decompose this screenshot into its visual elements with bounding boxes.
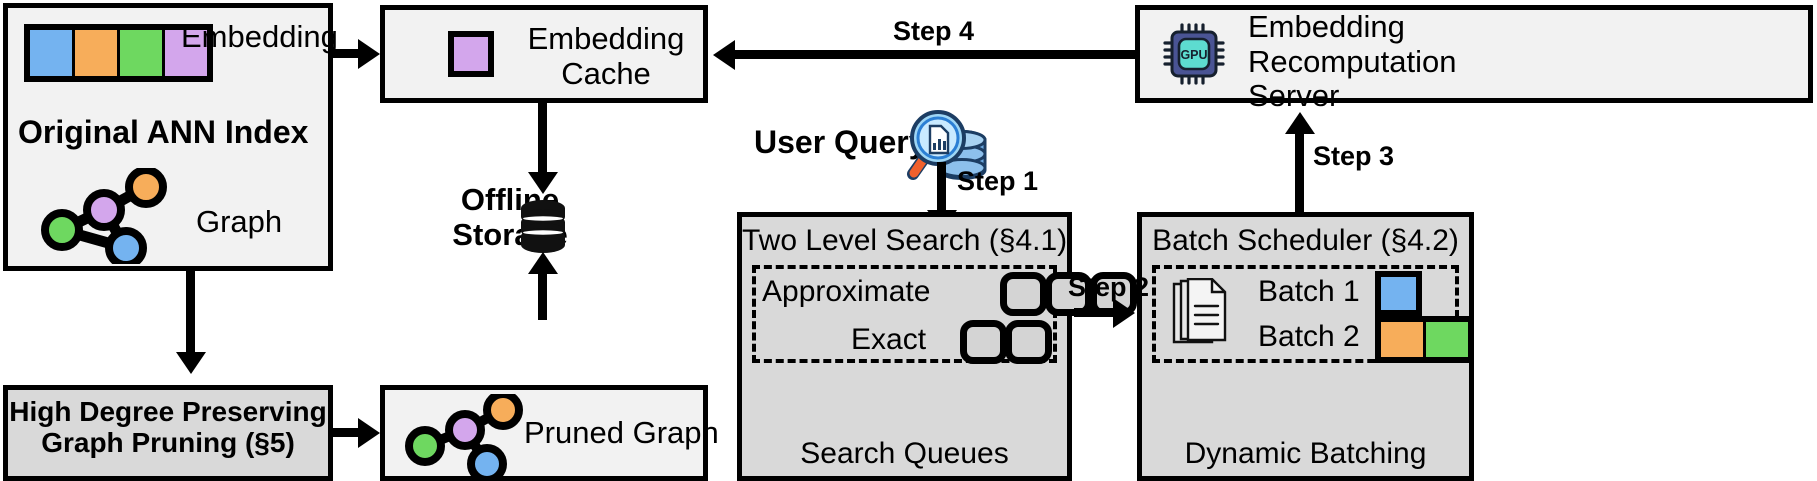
original-ann-index-title: Original ANN Index <box>18 114 309 150</box>
step4-label: Step 4 <box>893 16 975 46</box>
pruned-graph-label: Pruned Graph <box>524 415 719 450</box>
arrow-index-to-pruning-line <box>186 271 195 356</box>
arrow-cache-to-storage-line <box>538 103 547 175</box>
arrow-step1-line <box>937 162 946 214</box>
user-query-label: User Query <box>754 124 927 160</box>
graph-label: Graph <box>196 204 283 239</box>
step3-label: Step 3 <box>1313 141 1395 171</box>
arrow-cache-to-storage-head <box>528 172 558 194</box>
exact-row-label: Exact <box>851 323 927 356</box>
database-cylinder-icon <box>517 198 569 256</box>
offline-storage-label: Offline Storage <box>452 182 568 252</box>
arrow-step2-line <box>1074 308 1116 317</box>
embedding-label: Embedding <box>181 19 338 54</box>
arrow-prunedgraph-to-storage-head <box>528 252 558 274</box>
batch-2-swatch-orange <box>1381 322 1426 357</box>
svg-text:GPU: GPU <box>1180 48 1207 62</box>
batch-scheduler-title: Batch Scheduler (§4.2) <box>1152 224 1459 257</box>
embedding-swatch-strip <box>24 24 213 82</box>
arrow-pruning-to-prunedgraph-line <box>333 428 361 437</box>
arrow-index-to-cache-head <box>358 39 380 69</box>
documents-stack-icon <box>1168 278 1232 350</box>
arrow-step3-line <box>1295 128 1304 214</box>
step1-label: Step 1 <box>957 166 1039 196</box>
embedding-cache-label: Embedding Cache <box>527 21 685 91</box>
exact-queue-slot-2[interactable] <box>1005 320 1052 364</box>
box-graph-pruning-body <box>3 385 333 481</box>
arrow-pruning-to-prunedgraph-head <box>358 418 380 448</box>
embedding-swatch-orange <box>75 30 120 76</box>
batch-2-label: Batch 2 <box>1258 320 1360 353</box>
approximate-row-label: Approximate <box>762 275 931 308</box>
batch-1-swatch-blue <box>1375 271 1422 316</box>
embedding-swatch-purple <box>165 30 207 76</box>
batch-1-label: Batch 1 <box>1258 275 1360 308</box>
arrow-index-to-pruning-head <box>176 352 206 374</box>
batch-2-swatch-green <box>1426 322 1468 357</box>
magnifier-database-icon <box>900 102 992 194</box>
arrow-index-to-cache-line <box>333 49 361 58</box>
batch-2-swatch-strip <box>1375 316 1474 363</box>
arrow-step3-head <box>1285 112 1315 134</box>
dynamic-batching-footer: Dynamic Batching <box>1184 437 1427 470</box>
exact-queue-slot-1[interactable] <box>960 320 1007 364</box>
box-embedding-cache <box>380 5 708 103</box>
dynamic-batching-dashed-region <box>1152 265 1459 363</box>
step2-label: Step 2 <box>1068 272 1150 302</box>
pruned-graph-icon <box>403 394 533 478</box>
embedding-recomputation-server-label: Embedding Recomputation Server <box>1248 9 1457 114</box>
arrow-step4-head <box>713 40 735 70</box>
graph-pruning-label: High Degree Preserving Graph Pruning (§5… <box>9 396 327 459</box>
arrow-step4-line <box>735 50 1135 59</box>
approximate-queue-slot-1[interactable] <box>1000 272 1047 316</box>
embedding-cache-swatch <box>448 31 494 77</box>
box-embedding-recomputation-server <box>1135 5 1813 103</box>
search-queues-footer: Search Queues <box>800 437 1009 470</box>
embedding-swatch-blue <box>30 30 75 76</box>
gpu-chip-icon: GPU <box>1162 22 1226 86</box>
two-level-search-title: Two Level Search (§4.1) <box>742 224 1068 257</box>
embedding-swatch-green <box>120 30 165 76</box>
arrow-prunedgraph-to-storage-line <box>538 268 547 320</box>
arrow-step2-head <box>1113 298 1135 328</box>
original-graph-icon <box>38 168 178 264</box>
